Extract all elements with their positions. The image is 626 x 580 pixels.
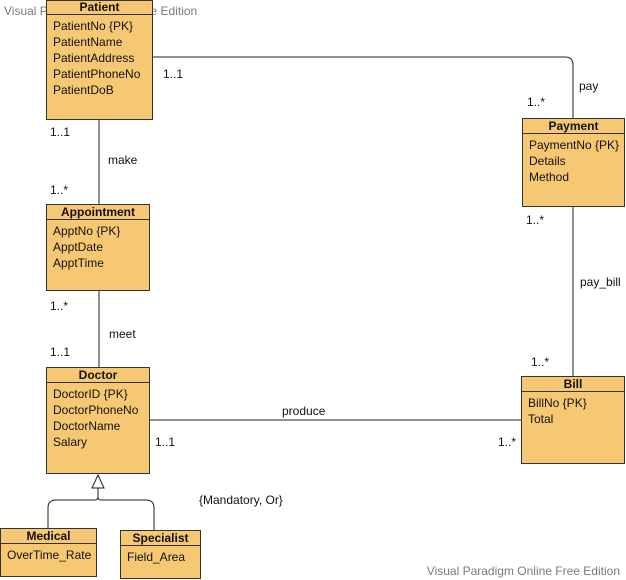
make-multiplicity-appointment: 1..*	[50, 183, 69, 197]
class-name: Bill	[522, 377, 624, 392]
attribute: PatientPhoneNo	[53, 67, 141, 81]
generalization-constraint: {Mandatory, Or}	[199, 493, 283, 507]
attribute: DoctorPhoneNo	[53, 403, 139, 417]
attribute: DoctorName	[53, 419, 121, 433]
produce-multiplicity-doctor: 1..1	[155, 435, 176, 449]
pay-multiplicity-patient: 1..1	[163, 67, 184, 81]
class-name: Appointment	[47, 205, 149, 220]
pay-bill-multiplicity-bill: 1..*	[531, 355, 550, 369]
produce-multiplicity-bill: 1..*	[498, 435, 517, 449]
class-doctor[interactable]: Doctor DoctorID {PK} DoctorPhoneNo Docto…	[46, 367, 150, 474]
watermark-bottom: Visual Paradigm Online Free Edition	[426, 564, 620, 578]
attribute: DoctorID {PK}	[53, 387, 128, 401]
class-name: Doctor	[47, 368, 149, 383]
generalization-arrowhead	[91, 473, 105, 489]
attribute: Total	[528, 412, 554, 426]
attribute: PatientAddress	[53, 51, 135, 65]
attribute: PaymentNo {PK}	[529, 138, 620, 152]
attribute: BillNo {PK}	[528, 396, 587, 410]
attribute: Salary	[53, 435, 88, 449]
class-patient[interactable]: Patient PatientNo {PK} PatientName Patie…	[46, 0, 153, 120]
attribute: ApptTime	[53, 256, 104, 270]
class-bill[interactable]: Bill BillNo {PK} Total	[521, 376, 625, 464]
attribute: Method	[529, 170, 570, 184]
produce-label: produce	[282, 404, 326, 418]
attribute: PatientName	[53, 35, 123, 49]
pay-line[interactable]	[153, 56, 574, 118]
attribute: ApptDate	[53, 240, 104, 254]
make-label: make	[108, 153, 138, 167]
generalization-connector[interactable]	[47, 488, 155, 530]
attribute: Field_Area	[127, 550, 186, 564]
make-multiplicity-patient: 1..1	[50, 125, 71, 139]
class-name: Payment	[523, 119, 624, 134]
attribute: ApptNo {PK}	[53, 224, 121, 238]
class-specialist[interactable]: Specialist Field_Area	[120, 530, 201, 579]
attribute: PatientNo {PK}	[53, 19, 134, 33]
meet-multiplicity-appointment: 1..*	[50, 299, 69, 313]
class-name: Medical	[1, 529, 96, 544]
meet-multiplicity-doctor: 1..1	[50, 345, 71, 359]
class-name: Specialist	[121, 531, 200, 546]
class-appointment[interactable]: Appointment ApptNo {PK} ApptDate ApptTim…	[46, 204, 150, 291]
class-name: Patient	[47, 0, 152, 15]
class-payment[interactable]: Payment PaymentNo {PK} Details Method	[522, 118, 625, 207]
pay-bill-multiplicity-payment: 1..*	[526, 213, 545, 227]
attribute: PatientDoB	[53, 83, 114, 97]
pay-label: pay	[579, 79, 599, 93]
class-medical[interactable]: Medical OverTime_Rate	[0, 528, 97, 577]
attribute: Details	[529, 154, 566, 168]
pay-multiplicity-payment: 1..*	[527, 95, 546, 109]
meet-label: meet	[109, 327, 136, 341]
pay-bill-label: pay_bill	[580, 275, 621, 289]
attribute: OverTime_Rate	[7, 548, 92, 562]
